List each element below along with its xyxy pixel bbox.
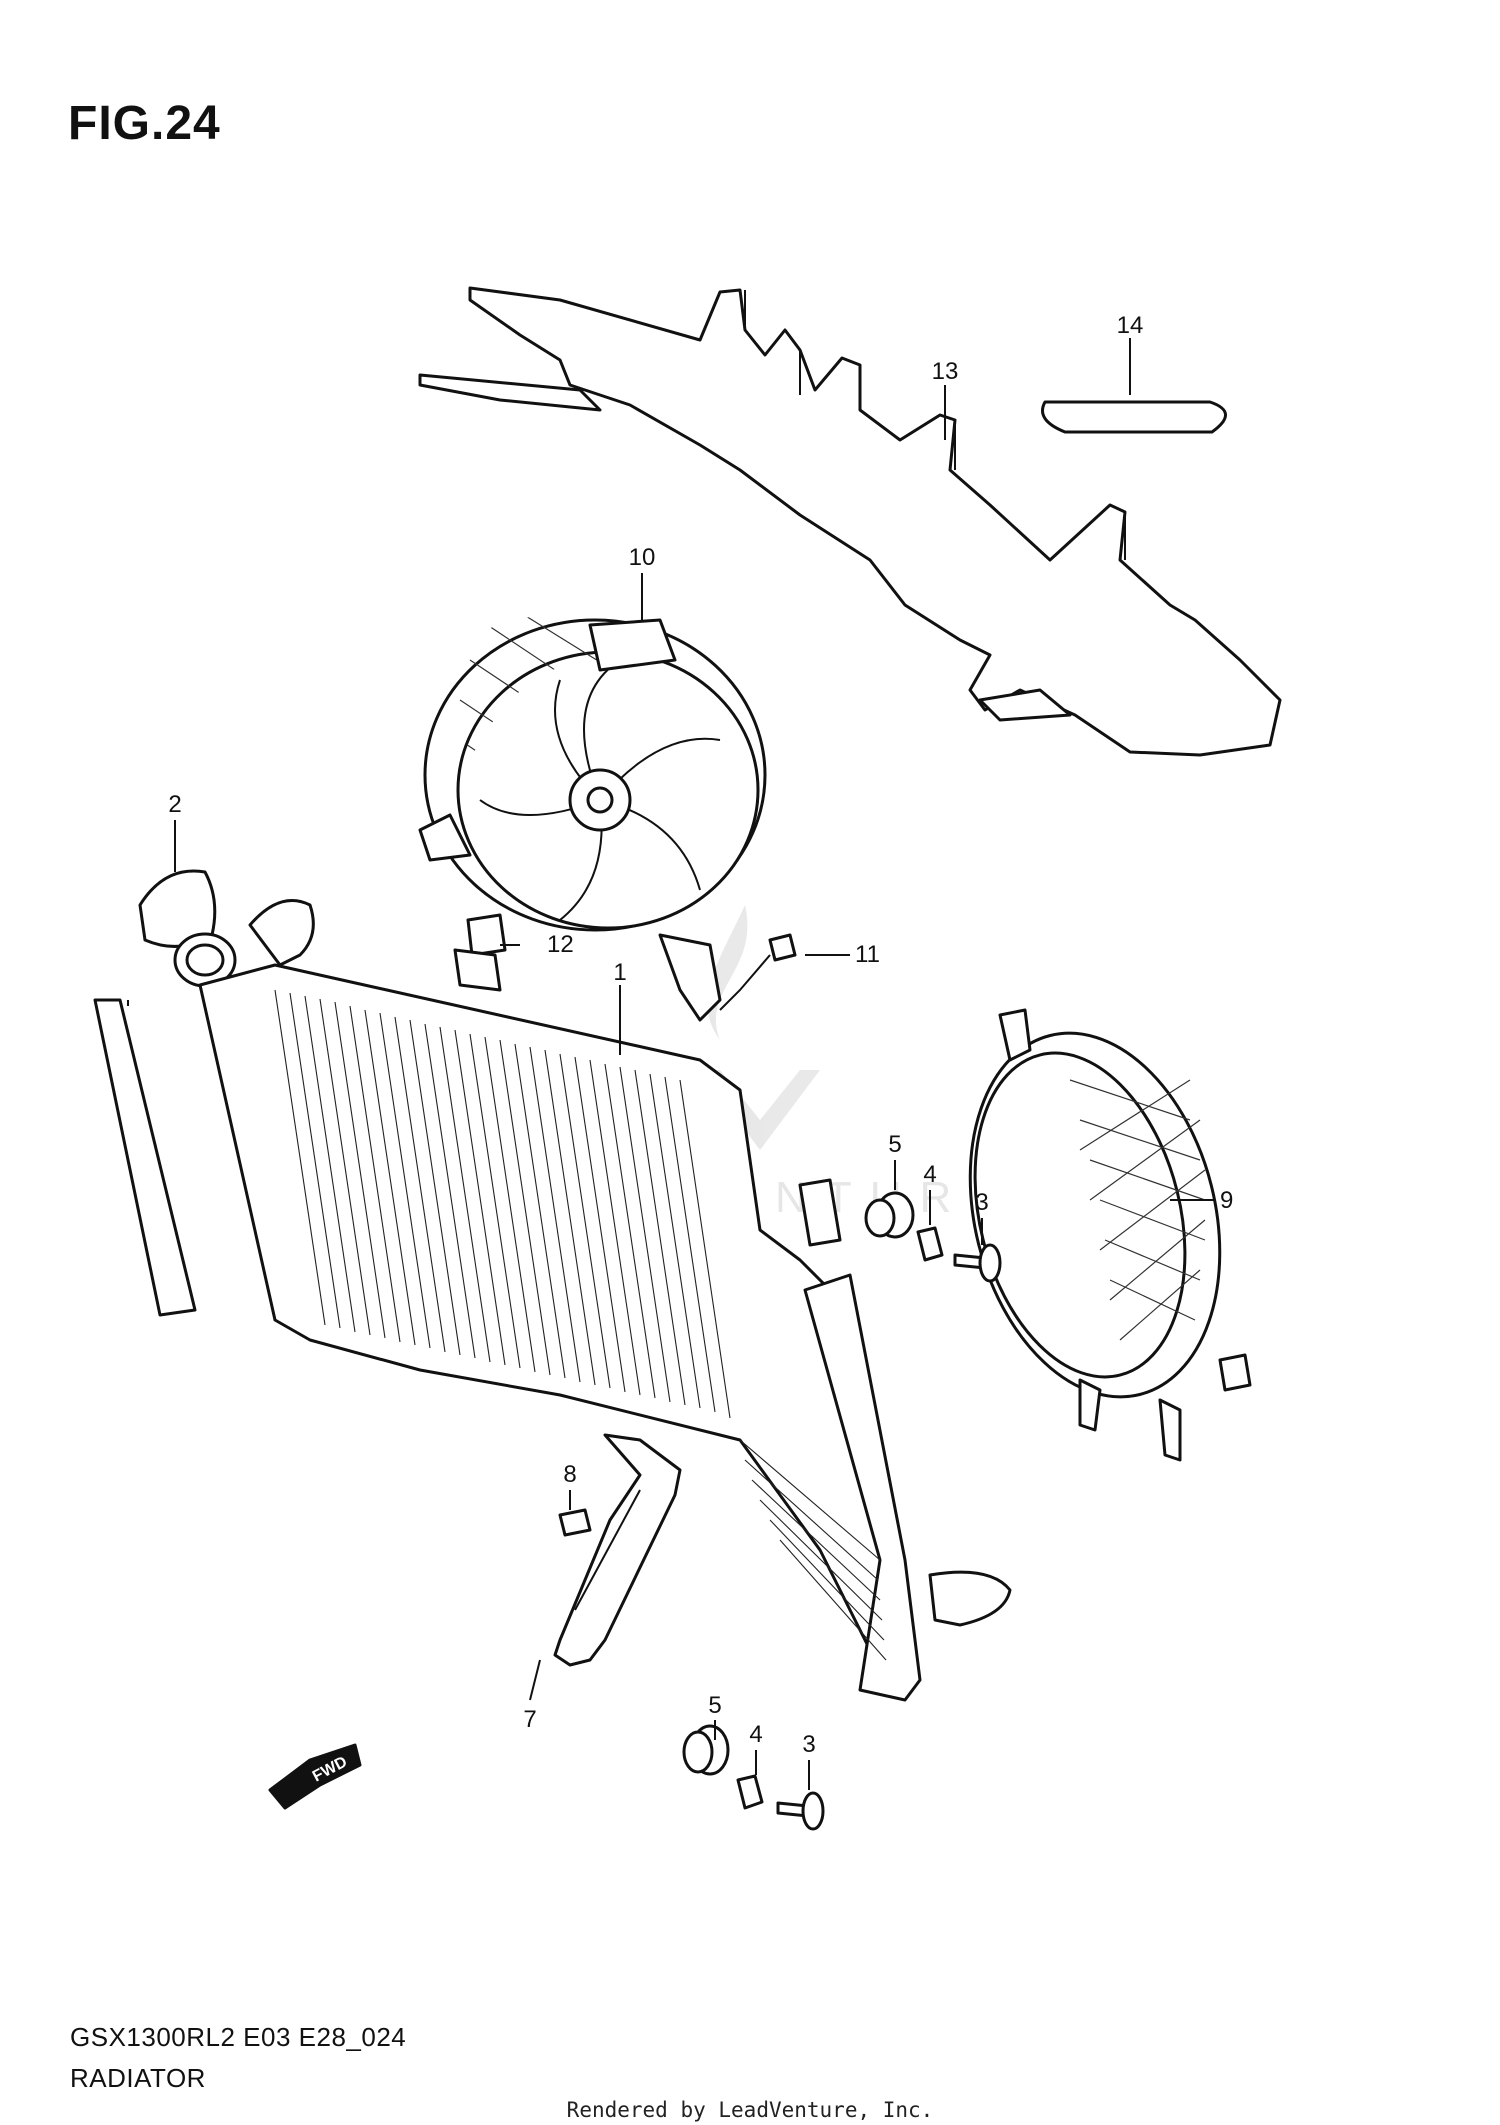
callout-8: 10 (629, 544, 656, 571)
lower-spacer (736, 1774, 764, 1810)
upper-spacer (916, 1226, 944, 1262)
radiator-cover (418, 286, 1282, 757)
callout-9: 9 (1220, 1187, 1233, 1214)
callout-5-lower: 5 (708, 1692, 721, 1719)
callout-1: 1 (613, 959, 626, 986)
callout-4-lower: 4 (749, 1721, 762, 1748)
callout-2: 2 (168, 791, 181, 818)
side-seal (93, 998, 197, 1317)
callout-5-upper: 5 (888, 1131, 901, 1158)
callout-labels: 14 13 10 2 12 1 11 9 5 4 3 8 7 5 4 3 (168, 312, 1233, 1758)
leader-lines (127, 338, 1215, 1790)
upper-cushion (864, 1191, 915, 1239)
radiator-cap (138, 869, 237, 988)
upper-bolt (953, 1243, 1002, 1283)
cover-pad (1041, 400, 1227, 434)
callout-11: 12 (547, 931, 574, 958)
radiator (198, 899, 1012, 1702)
lower-bolt (776, 1791, 825, 1831)
model-code: GSX1300RL2 E03 E28_024 (70, 2022, 407, 2052)
bracket-bolt (558, 1508, 592, 1537)
callout-12: 13 (932, 358, 959, 385)
render-credit: Rendered by LeadVenture, Inc. (566, 2098, 934, 2122)
callout-7: 8 (563, 1461, 576, 1488)
callout-6: 7 (523, 1706, 536, 1733)
section-name: RADIATOR (70, 2063, 206, 2093)
left-cooling-fan (418, 614, 767, 1022)
lower-cushion (682, 1724, 730, 1776)
lower-bracket (553, 1433, 682, 1667)
callout-10: 11 (855, 941, 880, 968)
callout-3-upper: 3 (975, 1189, 988, 1216)
callout-4-upper: 4 (923, 1161, 936, 1188)
fan-bolt (719, 933, 797, 1011)
clip-nut (466, 913, 507, 957)
right-cooling-fan (968, 1008, 1252, 1462)
callout-3-lower: 3 (802, 1731, 815, 1758)
figure-title: FIG.24 (68, 97, 221, 150)
callout-13: 14 (1117, 312, 1144, 339)
forward-direction-arrow: FWD (268, 1743, 362, 1810)
